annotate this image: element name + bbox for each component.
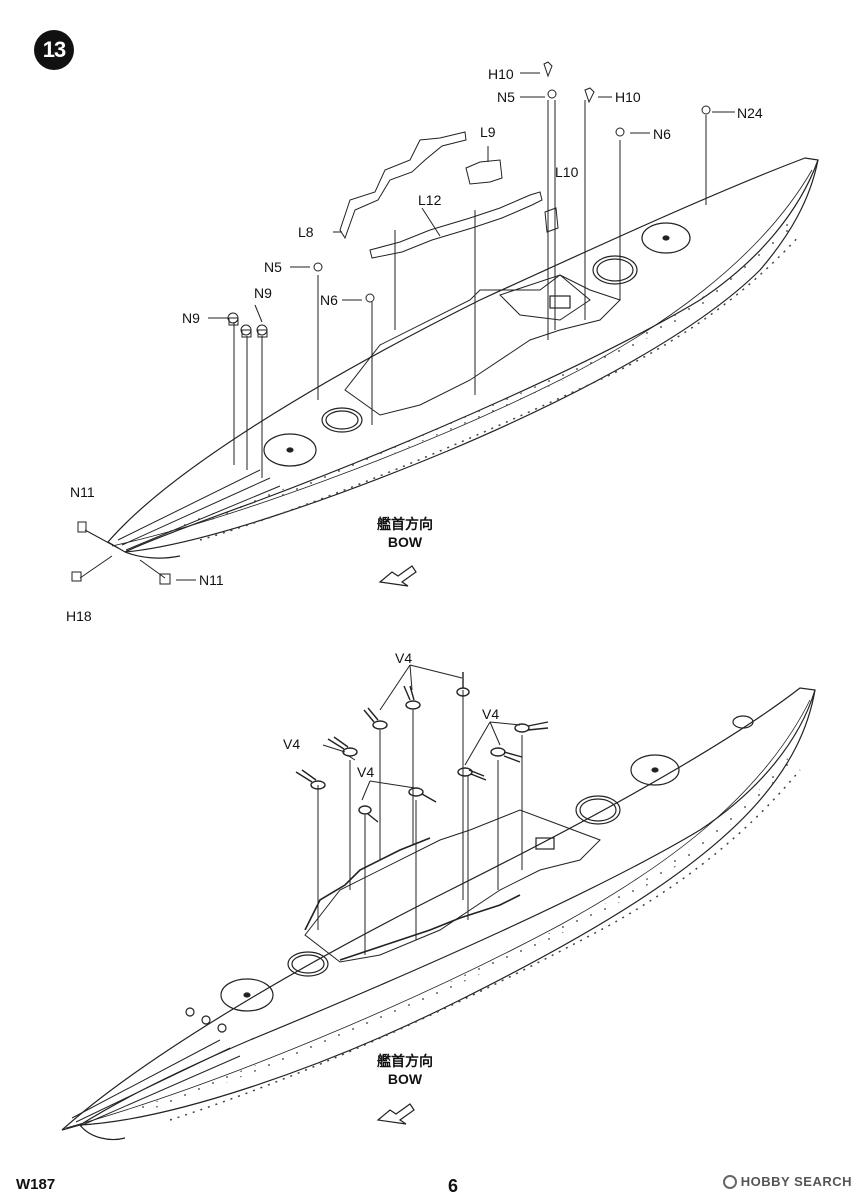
label-n5: N5 [497, 89, 515, 105]
label-n6: N6 [653, 126, 671, 142]
bottom-parts [295, 664, 549, 955]
kit-code: W187 [16, 1176, 56, 1193]
watermark: HOBBY SEARCH [722, 1174, 852, 1189]
bow-arrow-bottom [376, 1103, 415, 1125]
label-n9: N9 [254, 285, 272, 301]
label-l9: L9 [480, 124, 496, 140]
label-n5: N5 [264, 259, 282, 275]
bow-direction-en: BOW [387, 534, 423, 550]
label-l12: L12 [418, 192, 442, 208]
bow-direction-bottom: 艦首方向 BOW [370, 1052, 440, 1088]
top-hull [107, 157, 819, 559]
label-h10: H10 [615, 89, 641, 105]
label-v4: V4 [357, 764, 375, 780]
label-v4: V4 [482, 706, 500, 722]
label-h10: H10 [488, 66, 514, 82]
top-hull-side [124, 159, 819, 553]
bottom-hull [61, 687, 816, 1141]
label-n11: N11 [199, 572, 224, 588]
bow-direction-jp: 艦首方向 [377, 516, 433, 532]
label-v4: V4 [283, 736, 301, 752]
bottom-hull-deck [61, 687, 816, 1131]
bow-direction-jp: 艦首方向 [377, 1053, 433, 1069]
page-number: 6 [448, 1176, 459, 1196]
label-n6: N6 [320, 292, 338, 308]
top-parts [71, 61, 735, 585]
label-n24: N24 [737, 105, 763, 121]
bow-arrow-top [378, 565, 417, 587]
bottom-hull-side [79, 689, 816, 1126]
watermark-text: HOBBY SEARCH [740, 1174, 852, 1189]
bow-direction-top: 艦首方向 BOW [370, 515, 440, 551]
label-l10: L10 [555, 164, 579, 180]
label-l8: L8 [298, 224, 314, 240]
label-v4: V4 [395, 650, 413, 666]
step-number-badge: 13 [34, 30, 74, 70]
label-n9: N9 [182, 310, 200, 326]
bow-direction-en: BOW [387, 1071, 423, 1087]
label-h18: H18 [66, 608, 92, 624]
label-n11: N11 [70, 484, 95, 500]
watermark-logo-icon [722, 1174, 737, 1189]
